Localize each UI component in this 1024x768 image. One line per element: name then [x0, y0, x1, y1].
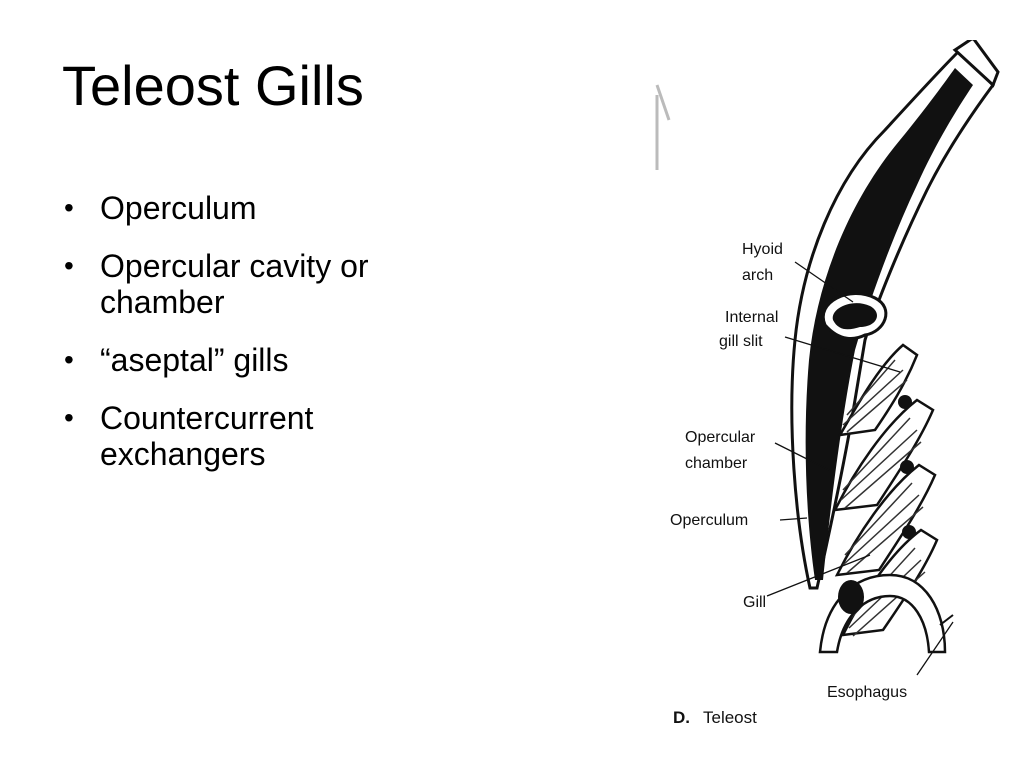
bullet-text: Opercular cavity or chamber — [100, 248, 369, 320]
gill-vessel-4 — [902, 525, 916, 539]
bullet-text: Operculum — [100, 190, 257, 226]
bullet-dot-icon: • — [64, 192, 74, 223]
caption-letter: D. — [673, 708, 690, 727]
bullet-item: • “aseptal” gills — [62, 342, 482, 378]
gill-leader — [766, 554, 871, 597]
bullet-item: • Operculum — [62, 190, 482, 226]
label-gill-slit-line1: Internal — [725, 309, 778, 326]
caption-text: Teleost — [703, 708, 757, 727]
bullet-dot-icon: • — [64, 402, 74, 433]
bullet-text: Countercurrent exchangers — [100, 400, 314, 472]
teleost-gill-figure: Hyoid arch Internal gill slit Opercular … — [655, 40, 1024, 740]
label-operculum: Operculum — [670, 512, 748, 529]
bullet-item: • Opercular cavity or chamber — [62, 248, 482, 320]
leader-lines — [766, 261, 954, 676]
bullet-dot-icon: • — [64, 344, 74, 375]
bullet-dot-icon: • — [64, 250, 74, 281]
gill-vessel-3 — [900, 460, 914, 474]
label-chamber-line1: Opercular — [685, 429, 756, 446]
label-gill: Gill — [743, 594, 766, 611]
gill-vessel-2 — [898, 395, 912, 409]
gill-diagram: Hyoid arch Internal gill slit Opercular … — [655, 40, 1000, 727]
bullet-text: “aseptal” gills — [100, 342, 289, 378]
arch-tip — [952, 40, 1000, 88]
bullet-list: •Operculum •Opercular cavity or chamber … — [62, 190, 482, 494]
gill-slit-leader — [784, 336, 901, 373]
operculum-leader — [779, 517, 808, 521]
bullet-item: • Countercurrent exchangers — [62, 400, 482, 472]
gill-filaments-1 — [842, 359, 908, 433]
esophagus-cartilage — [838, 580, 864, 614]
gill-filaments-2 — [840, 417, 922, 509]
esophagus-leader — [916, 621, 954, 676]
esophagus-edge — [939, 614, 954, 626]
label-esophagus: Esophagus — [827, 684, 907, 701]
gill-filaments-3 — [842, 482, 924, 574]
fragment-outline — [655, 84, 671, 170]
hyoid-leader — [794, 261, 854, 303]
chamber-leader — [774, 442, 834, 473]
label-chamber-line2: chamber — [685, 455, 748, 472]
hyoid-arch-core — [832, 303, 878, 330]
label-hyoid-line1: Hyoid — [742, 241, 783, 258]
slide-title: Teleost Gills — [62, 54, 364, 117]
label-hyoid-line2: arch — [742, 267, 773, 284]
label-gill-slit-line2: gill slit — [719, 333, 763, 350]
